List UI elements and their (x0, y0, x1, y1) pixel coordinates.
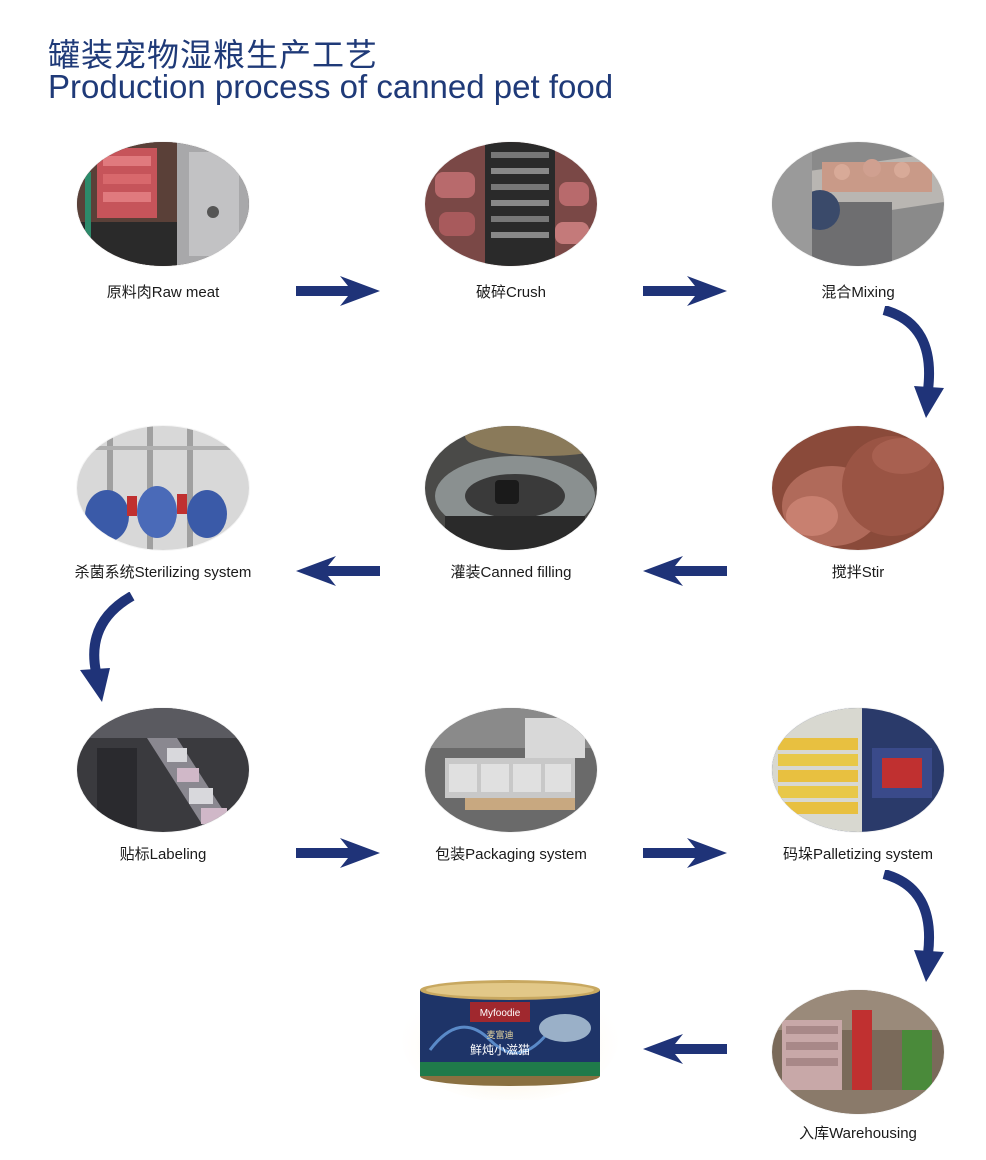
photo-palletizing (772, 708, 944, 832)
photo-raw-meat (77, 142, 249, 266)
step-label-crush: 破碎Crush (475, 284, 546, 301)
photo-crush (425, 142, 597, 266)
step-label-palletizing: 码垛Palletizing system (782, 846, 934, 863)
photo-canned-filling (425, 426, 597, 550)
page-title-en: Production process of canned pet food (48, 68, 614, 105)
photo-labeling (77, 708, 249, 832)
step-label-labeling: 贴标Labeling (119, 846, 207, 863)
step-label-packaging: 包装Packaging system (435, 846, 587, 863)
photo-warehousing (772, 990, 944, 1114)
product-name: 鲜炖小滋猫 (470, 1043, 530, 1057)
arrow-left-icon (296, 556, 380, 586)
arrow-right-icon (643, 276, 727, 306)
photo-sterilizing (77, 426, 249, 550)
photo-packaging (425, 708, 597, 832)
product-brand-cn: 麦富迪 (486, 1029, 513, 1041)
curved-arrow-down-icon (882, 870, 944, 982)
arrow-right-icon (643, 838, 727, 868)
arrow-left-icon (643, 1034, 727, 1064)
page-title-cn: 罐装宠物湿粮生产工艺 (48, 36, 379, 74)
step-label-canned-filling: 灌装Canned filling (450, 564, 572, 581)
product-brand: Myfoodie (480, 1008, 521, 1019)
photo-stir (772, 426, 944, 550)
step-label-warehousing: 入库Warehousing (799, 1125, 917, 1142)
arrow-right-icon (296, 838, 380, 868)
curved-arrow-down-icon (882, 306, 944, 418)
product-can-image: Myfoodie 麦富迪 鲜炖小滋猫 (400, 970, 620, 1102)
curved-arrow-down-icon (80, 592, 135, 702)
step-label-stir: 搅拌Stir (831, 564, 885, 581)
step-label-sterilizing: 杀菌系统Sterilizing system (74, 564, 252, 581)
step-label-mixing: 混合Mixing (821, 284, 895, 301)
step-label-raw-meat: 原料肉Raw meat (106, 284, 220, 301)
arrow-left-icon (643, 556, 727, 586)
arrow-right-icon (296, 276, 380, 306)
photo-mixing (772, 142, 944, 266)
